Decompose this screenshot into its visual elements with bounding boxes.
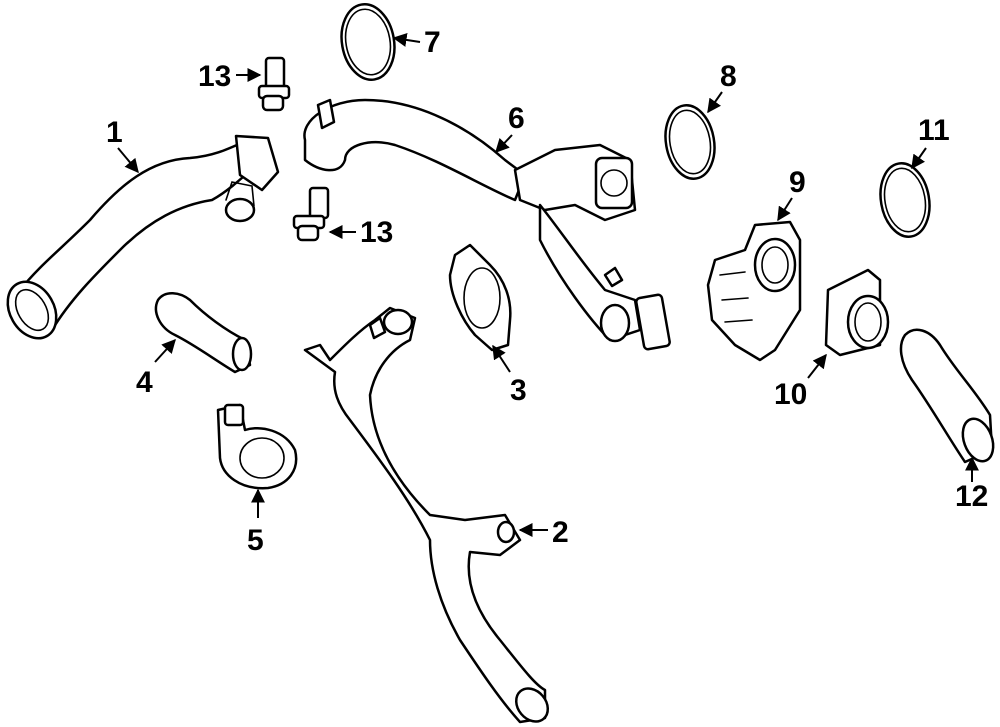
callout-11: 11 xyxy=(911,114,950,170)
callout-13-upper-label: 13 xyxy=(198,60,231,93)
callout-6-label: 6 xyxy=(508,102,525,135)
callout-6: 6 xyxy=(495,102,525,154)
callout-8-label: 8 xyxy=(720,60,737,93)
callout-12-label: 12 xyxy=(955,480,988,513)
callout-9: 9 xyxy=(777,166,806,222)
callout-10: 10 xyxy=(774,353,827,411)
callout-1: 1 xyxy=(106,116,139,174)
part-1-hose xyxy=(6,134,280,340)
callout-10-label: 10 xyxy=(774,378,807,411)
part-8-o-ring xyxy=(664,104,716,180)
callout-9-label: 9 xyxy=(789,166,806,199)
part-12-short-hose xyxy=(899,328,995,464)
callout-3: 3 xyxy=(492,344,527,407)
part-2-long-hose xyxy=(303,306,550,724)
callout-5-label: 5 xyxy=(247,524,264,557)
callout-2: 2 xyxy=(518,516,569,549)
part-3-gasket xyxy=(448,243,512,352)
callout-13-lower-label: 13 xyxy=(360,216,393,249)
part-4-small-hose xyxy=(154,292,253,374)
part-6-hose-housing xyxy=(303,98,671,351)
callout-13-upper: 13 xyxy=(198,60,262,93)
part-9-throttle-body xyxy=(706,220,802,362)
callout-5: 5 xyxy=(247,488,265,557)
part-11-o-ring xyxy=(879,162,931,238)
callout-2-label: 2 xyxy=(552,516,569,549)
callout-7-label: 7 xyxy=(424,26,441,59)
part-13-sensor-lower xyxy=(292,186,330,242)
callout-8: 8 xyxy=(707,60,737,114)
callout-4: 4 xyxy=(136,338,176,399)
callout-11-label: 11 xyxy=(918,114,950,147)
part-13-sensor-upper xyxy=(257,56,291,112)
part-5-clamp xyxy=(216,403,298,490)
callout-12: 12 xyxy=(955,456,988,513)
callout-4-label: 4 xyxy=(136,366,153,399)
callout-3-label: 3 xyxy=(510,374,527,407)
callout-1-label: 1 xyxy=(106,116,123,149)
part-10-adapter xyxy=(824,268,890,357)
callout-13-lower: 13 xyxy=(328,216,393,249)
part-7-o-ring xyxy=(340,3,396,81)
callout-7: 7 xyxy=(392,26,441,59)
